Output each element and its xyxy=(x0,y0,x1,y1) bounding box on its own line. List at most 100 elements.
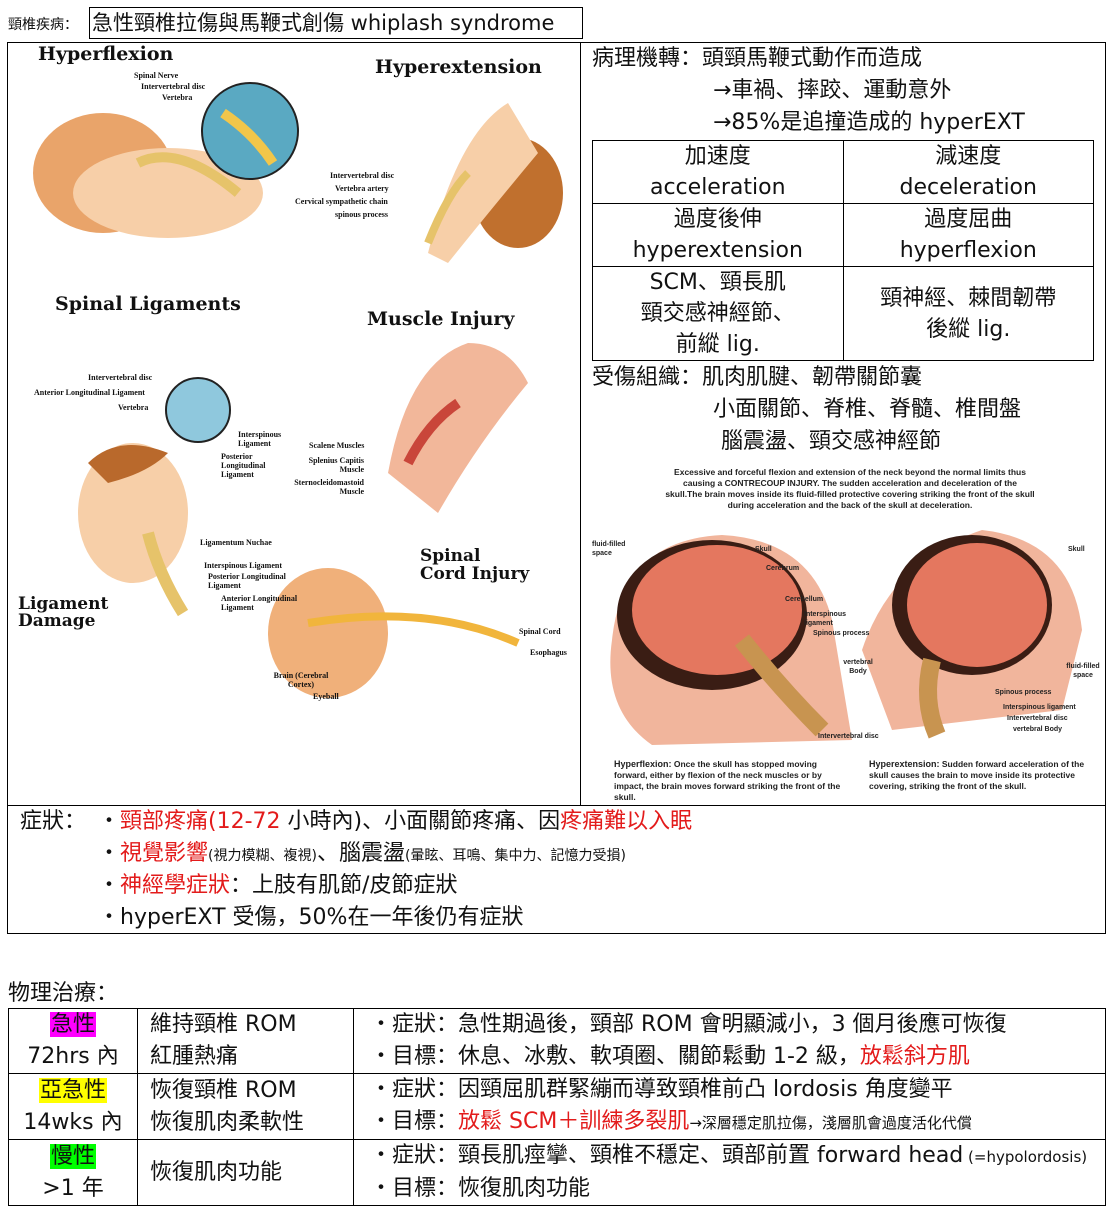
symptoms-label: 症狀： xyxy=(20,809,87,834)
label: Spinal Cord xyxy=(519,627,561,636)
cell: 前縱 lig. xyxy=(675,332,760,357)
label: Anterior Longitudinal Ligament xyxy=(34,388,145,397)
table-row: 慢性 >1 年 恢復肌肉功能 ・症狀：頸長肌痙攣、頸椎不穩定、頭部前置 forwa… xyxy=(8,1139,1106,1206)
label: Anterior Longitudinal Ligament xyxy=(221,594,298,612)
spinal-cord-title: Spinal Cord Injury xyxy=(420,546,530,584)
neck-injury-illustrations xyxy=(33,82,563,698)
hyperflexion-caption: Hyperflexion: Once the skull has stopped… xyxy=(614,759,844,803)
stage-badge: 急性 xyxy=(49,1012,96,1037)
label: fluid-filled space xyxy=(592,541,626,557)
stage-time: 72hrs 內 xyxy=(27,1044,119,1069)
label: Skull xyxy=(1068,546,1085,553)
label: Splenius Capitis Muscle xyxy=(308,456,364,474)
label: Interspinous ligament xyxy=(804,611,847,627)
label: Interspinous Ligament xyxy=(204,561,283,570)
cell: 過度屈曲 xyxy=(924,207,1013,232)
label: fluid-filled space xyxy=(1066,663,1100,679)
label: Posterior Longitudinal Ligament xyxy=(208,572,286,590)
label: Intervertebral disc xyxy=(818,733,879,740)
divider xyxy=(580,42,581,806)
hyperextension-figure xyxy=(424,103,563,263)
cell: 減速度 xyxy=(935,144,1002,169)
ligament-damage-figure xyxy=(78,377,231,617)
brain-figure-intro: Excessive and forceful flexion and exten… xyxy=(665,467,1035,510)
cell: hyperflexion xyxy=(899,238,1037,263)
label: Interspinous ligament xyxy=(1003,704,1076,711)
caption-text: Sudden forward acceleration of the skull… xyxy=(869,759,1085,791)
label: Skull xyxy=(755,546,772,553)
target: ・目標：恢復肌肉功能 xyxy=(370,1176,591,1201)
page-title: 急性頸椎拉傷與馬鞭式創傷 whiplash syndrome xyxy=(89,7,583,39)
text: hyperEXT 受傷，50%在一年後仍有症狀 xyxy=(120,905,524,930)
label: Intervertebral disc xyxy=(1007,715,1068,722)
cell: 頸神經、棘間韌帶 xyxy=(880,285,1057,311)
text: 疼痛難以入眠 xyxy=(560,809,693,834)
label: Eyeball xyxy=(313,692,339,701)
stage-time: 14wks 內 xyxy=(23,1109,123,1135)
symptom: ・症狀：因頸屈肌群緊繃而導致頸椎前凸 lordosis 角度變平 xyxy=(370,1077,953,1102)
goal: 恢復肌肉柔軟性 xyxy=(150,1109,305,1135)
label: Brain (Cerebral Cortex) xyxy=(273,671,329,689)
text: 放鬆 SCM＋訓練多裂肌 xyxy=(458,1109,690,1134)
label: Scalene Muscles xyxy=(309,441,365,450)
label: Vertebra artery xyxy=(335,184,389,193)
label: Cerebrum xyxy=(766,565,800,572)
table-row: SCM、頸長肌頸交感神經節、前縱 lig. 頸神經、棘間韌帶後縱 lig. xyxy=(592,266,1094,361)
label: Intervertebral disc xyxy=(141,82,206,91)
label: Esophagus xyxy=(530,648,567,657)
text: (暈眩、耳鳴、集中力、記憶力受損) xyxy=(404,848,626,864)
text: (視力模糊、複視) xyxy=(208,848,317,864)
label: spinous process xyxy=(335,210,388,219)
title-prefix: 頸椎疾病： xyxy=(8,17,78,33)
text: 神經學症狀 xyxy=(120,873,231,898)
label: Intervertebral disc xyxy=(330,171,395,180)
cell: acceleration xyxy=(649,175,786,200)
stage-time: >1 年 xyxy=(42,1175,104,1201)
symptom: ・症狀：急性期過後，頸部 ROM 會明顯減小，3 個月後應可恢復 xyxy=(370,1012,1007,1037)
text: ：上肢有肌節/皮節症狀 xyxy=(230,873,458,898)
label: Cerebellum xyxy=(785,596,824,603)
label: Intervertebral disc xyxy=(88,373,153,382)
cell: 頸交感神經節、 xyxy=(640,301,795,326)
label: Vertebra xyxy=(118,403,149,412)
stage-badge: 慢性 xyxy=(49,1143,96,1169)
text: 小時內)、小面關節疼痛、因 xyxy=(280,809,561,834)
text: →深層穩定肌拉傷，淺層肌會過度活化代償 xyxy=(689,1114,972,1132)
spinal-ligaments-title: Spinal Ligaments xyxy=(55,293,241,315)
label: Spinous process xyxy=(813,630,870,637)
text: ・症狀：頸長肌痙攣、頸椎不穩定、頭部前置 forward head xyxy=(370,1143,964,1168)
symptom-line: ・神經學症狀：上肢有肌節/皮節症狀 xyxy=(98,873,458,898)
cell: 過度後伸 xyxy=(673,207,762,232)
cell: 後縱 lig. xyxy=(926,316,1011,342)
muscle-injury-figure xyxy=(388,343,528,513)
symptoms-box xyxy=(7,805,1106,934)
label: Interspinous Ligament xyxy=(238,430,282,448)
hyperextension-caption: Hyperextension: Sudden forward accelerat… xyxy=(869,759,1094,792)
text: 視覺影響 xyxy=(120,841,209,866)
text: ・目標：休息、冰敷、軟項圈、關節鬆動 1-2 級， xyxy=(370,1044,860,1069)
label: Spinal Nerve xyxy=(134,71,179,80)
pt-title: 物理治療： xyxy=(8,981,119,1006)
symptom-line: ・hyperEXT 受傷，50%在一年後仍有症狀 xyxy=(98,905,524,930)
cell: SCM、頸長肌 xyxy=(649,270,786,295)
cell: hyperextension xyxy=(632,238,803,263)
label: Vertebra xyxy=(162,93,193,102)
goal: 恢復肌肉功能 xyxy=(150,1159,283,1185)
caption-text: Once the skull has stopped moving forwar… xyxy=(614,759,841,802)
text: (12-72 xyxy=(208,809,281,834)
text: (=hypolordosis) xyxy=(963,1148,1088,1166)
text: 頸部疼痛 xyxy=(120,809,209,834)
hyperextension-title: Hyperextension xyxy=(375,56,542,78)
label: vertebral Body xyxy=(843,659,873,675)
contrecoup-brain-illustration xyxy=(610,530,1082,745)
label: Ligamentum Nuchae xyxy=(200,538,272,547)
target: ・目標：休息、冰敷、軟項圈、關節鬆動 1-2 級，放鬆斜方肌 xyxy=(370,1041,1105,1073)
label: vertebral Body xyxy=(1013,726,1063,733)
label: Cervical sympathetic chain xyxy=(295,197,388,206)
mechanism-line: →85%是追撞造成的 hyperEXT xyxy=(713,110,1025,135)
ligament-damage-title: Ligament Damage xyxy=(18,594,109,631)
